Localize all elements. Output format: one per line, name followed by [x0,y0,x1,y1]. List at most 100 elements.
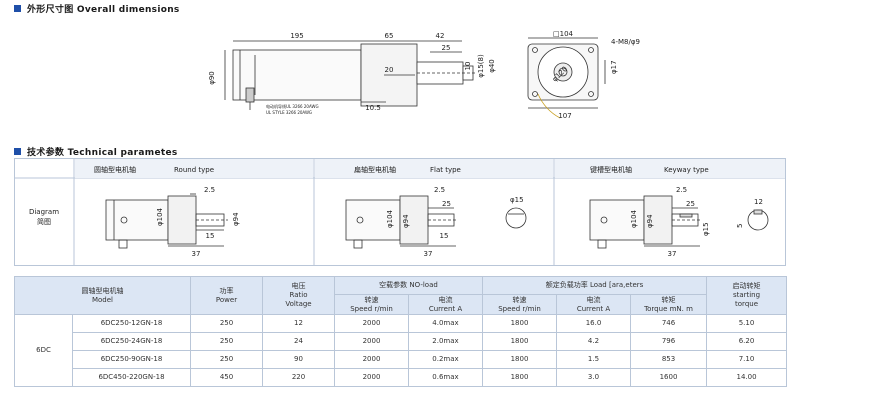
cell-model: 6DC450-220GN-18 [72,368,191,387]
cell-torque: 853 [629,350,708,369]
keyway-dim-37: 37 [668,250,677,258]
header-power: 功率 Power [190,276,263,315]
overall-dimensions-drawing: 195 65 42 25 20 10.5 φ90 φ15(8) 10 φ40 电… [208,30,640,120]
cell-l-speed: 1800 [482,314,557,333]
header-l-current-cn: 电流 [586,295,601,304]
table-row: 6DC250-24GN-18 250 24 2000 2.0max 1800 4… [15,332,788,351]
diagram-row-label-en: Diagram [29,208,59,216]
round-type-sketch [105,193,228,249]
cell-l-current: 3.0 [556,368,631,387]
header-l-current: 电流 Current A [556,294,631,315]
cell-starting: 5.10 [706,314,788,333]
round-dim-phi104: φ104 [156,207,164,226]
round-dim-phi94: φ94 [232,212,240,226]
header-load: 额定负载功率 Load [ara,eters [481,276,708,295]
diagram-row-label-cn: 简图 [37,217,51,226]
header-nl-speed-cn: 转速 [364,295,379,304]
overall-dimensions-title-text: 外形尺寸图 Overall dimensions [27,5,180,15]
keyway-dim-phi94: φ94 [646,214,654,228]
cell-nl-speed: 2000 [334,368,409,387]
cell-ratio: 12 [262,314,335,333]
dim-10: 10 [464,62,472,71]
keyway-dim-12: 12 [754,198,763,206]
header-l-speed: 转速 Speed r/min [482,294,557,315]
flat-dim-phi94: φ94 [402,214,410,228]
table-row: 6DC250-90GN-18 250 90 2000 0.2max 1800 1… [15,350,788,369]
section-marker-icon [14,148,21,155]
round-dim-15: 15 [206,232,215,240]
header-model: 圆轴型电机轴 Model [14,276,191,315]
keyway-type-sketch [589,195,769,249]
keyway-dim-5: 5 [736,224,744,228]
keyway-dim-phi15: φ15 [702,222,710,236]
diagram-col2-en: Flat type [430,166,461,174]
spec-table: 圆轴型电机轴 Model 功率 Power 电压 Ratio Voltage 空… [14,276,788,387]
cell-nl-current: 0.2max [408,350,483,369]
table-row: 6DC450-220GN-18 450 220 2000 0.6max 1800… [15,368,788,387]
header-l-speed-en: Speed r/min [498,304,541,313]
cell-ratio: 24 [262,332,335,351]
header-nl-current-en: Current A [428,304,463,313]
diagram-col3-cn: 键槽型电机轴 [590,165,632,174]
cell-nl-current: 0.6max [408,368,483,387]
cell-power: 250 [190,314,263,333]
cell-l-current: 4.2 [556,332,631,351]
diagram-table: 圆轴型电机轴 Round type 扁轴型电机轴 Flat type 键槽型电机… [14,158,786,266]
overall-dimensions-title: 外形尺寸图 Overall dimensions [14,2,180,15]
cell-nl-speed: 2000 [334,350,409,369]
header-model-en: Model [91,295,114,304]
dim-phi15: φ15(8) [477,54,485,78]
cell-l-current: 1.5 [556,350,631,369]
diagram-col2-cn: 扁轴型电机轴 [354,165,396,174]
keyway-dim-2-5: 2.5 [676,186,687,194]
diagram-col3-en: Keyway type [664,166,709,174]
header-l-current-en: Current A [576,304,611,313]
dim-phi17: φ17 [610,60,618,74]
cell-nl-current: 2.0max [408,332,483,351]
header-power-cn: 功率 [219,286,234,295]
dim-4-m8: 4-M8/φ9 [611,38,640,46]
cell-model: 6DC250-24GN-18 [72,332,191,351]
dim-42: 42 [436,32,445,40]
dim-20: 20 [385,66,394,74]
cell-starting: 7.10 [706,350,788,369]
cell-power: 450 [190,368,263,387]
keyway-dim-phi104: φ104 [630,209,638,228]
keyway-dim-25: 25 [686,200,695,208]
dim-phi40: φ40 [488,59,496,73]
cell-l-speed: 1800 [482,350,557,369]
cell-power: 250 [190,332,263,351]
dim-65: 65 [385,32,394,40]
flat-type-sketch [345,195,527,249]
header-nl-speed-en: Speed r/min [350,304,393,313]
header-torque-en: Torque mN. m [644,304,693,313]
dim-195: 195 [290,32,303,40]
header-ratio-en2: Voltage [285,300,312,308]
diagram-col1-cn: 圆轴型电机轴 [94,165,136,174]
flat-dim-37: 37 [424,250,433,258]
header-ratio-en1: Ratio [289,291,308,299]
cell-torque: 1600 [629,368,708,387]
header-torque: 转矩 Torque mN. m [629,294,708,315]
flat-dim-15: 15 [440,232,449,240]
cell-nl-speed: 2000 [334,332,409,351]
diagram-col1-en: Round type [174,166,214,174]
cable-note-line-1: 电动机导线UL 3266 20AWG [266,103,319,109]
dim-square104: □104 [553,30,574,38]
header-torque-cn: 转矩 [661,295,676,304]
round-dim-37: 37 [192,250,201,258]
cell-l-current: 16.0 [556,314,631,333]
cell-l-speed: 1800 [482,332,557,351]
header-ratio-cn: 电压 [291,282,306,290]
cell-l-speed: 1800 [482,368,557,387]
cell-nl-current: 4.0max [408,314,483,333]
header-power-en: Power [215,295,238,304]
flat-dim-2-5: 2.5 [434,186,445,194]
cell-nl-speed: 2000 [334,314,409,333]
header-noload: 空载参数 NO-load [334,276,483,295]
header-nl-current: 电流 Current A [408,294,483,315]
round-dim-2-5: 2.5 [204,186,215,194]
technical-parameters-title-text: 技术参数 Technical parametes [27,148,178,158]
flat-dim-25: 25 [442,200,451,208]
header-starting-cn: 启动转矩 [732,282,761,290]
